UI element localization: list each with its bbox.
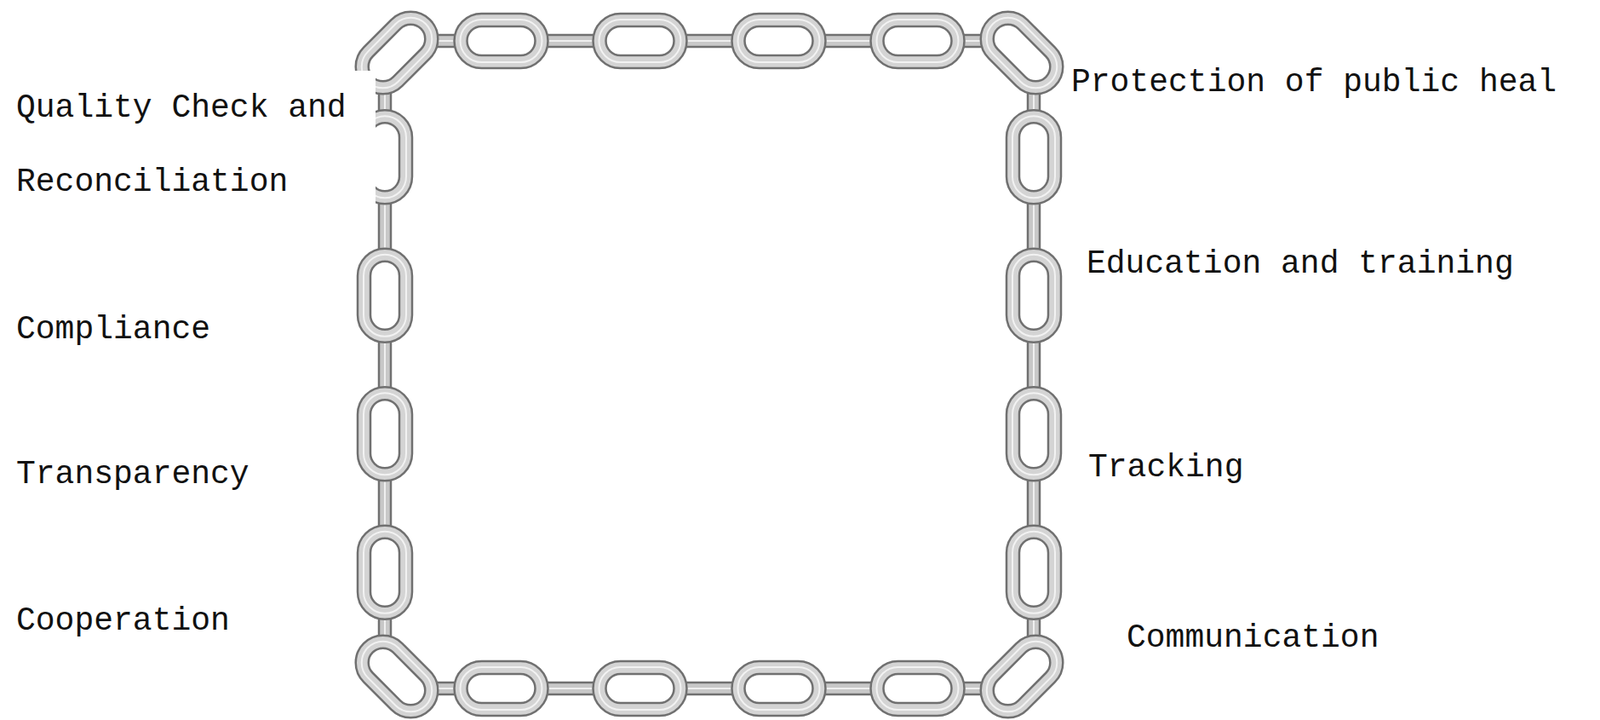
chain-link (593, 660, 688, 716)
chain-label: Transparency (14, 436, 252, 511)
chain-label: Compliance (14, 292, 213, 367)
chain-link (454, 660, 549, 716)
chain-link (357, 525, 413, 620)
chain-label: Quality Check and Reconciliation (14, 70, 376, 219)
chain-label: Education and training (1084, 226, 1516, 301)
chain-link (969, 623, 1074, 720)
chain-link (593, 13, 688, 69)
chain-link (969, 0, 1074, 105)
chain-link (1006, 525, 1061, 620)
chain-label: Cooperation (14, 583, 232, 658)
chain-link (732, 13, 826, 69)
chain-link (454, 13, 549, 69)
chain-link (871, 660, 965, 716)
chain-label: Tracking (1086, 430, 1245, 505)
chain-link (1006, 109, 1061, 204)
chain-link (1006, 386, 1061, 481)
chain-label: Protection of public heal (1069, 45, 1559, 120)
chain-link (344, 623, 449, 720)
chain-link (357, 248, 413, 343)
chain-link (1006, 248, 1061, 343)
chain-links (344, 0, 1074, 720)
chain-label: Communication (1124, 600, 1381, 675)
chain-link (357, 386, 413, 481)
chain-link (732, 660, 826, 716)
chain-link (871, 13, 965, 69)
